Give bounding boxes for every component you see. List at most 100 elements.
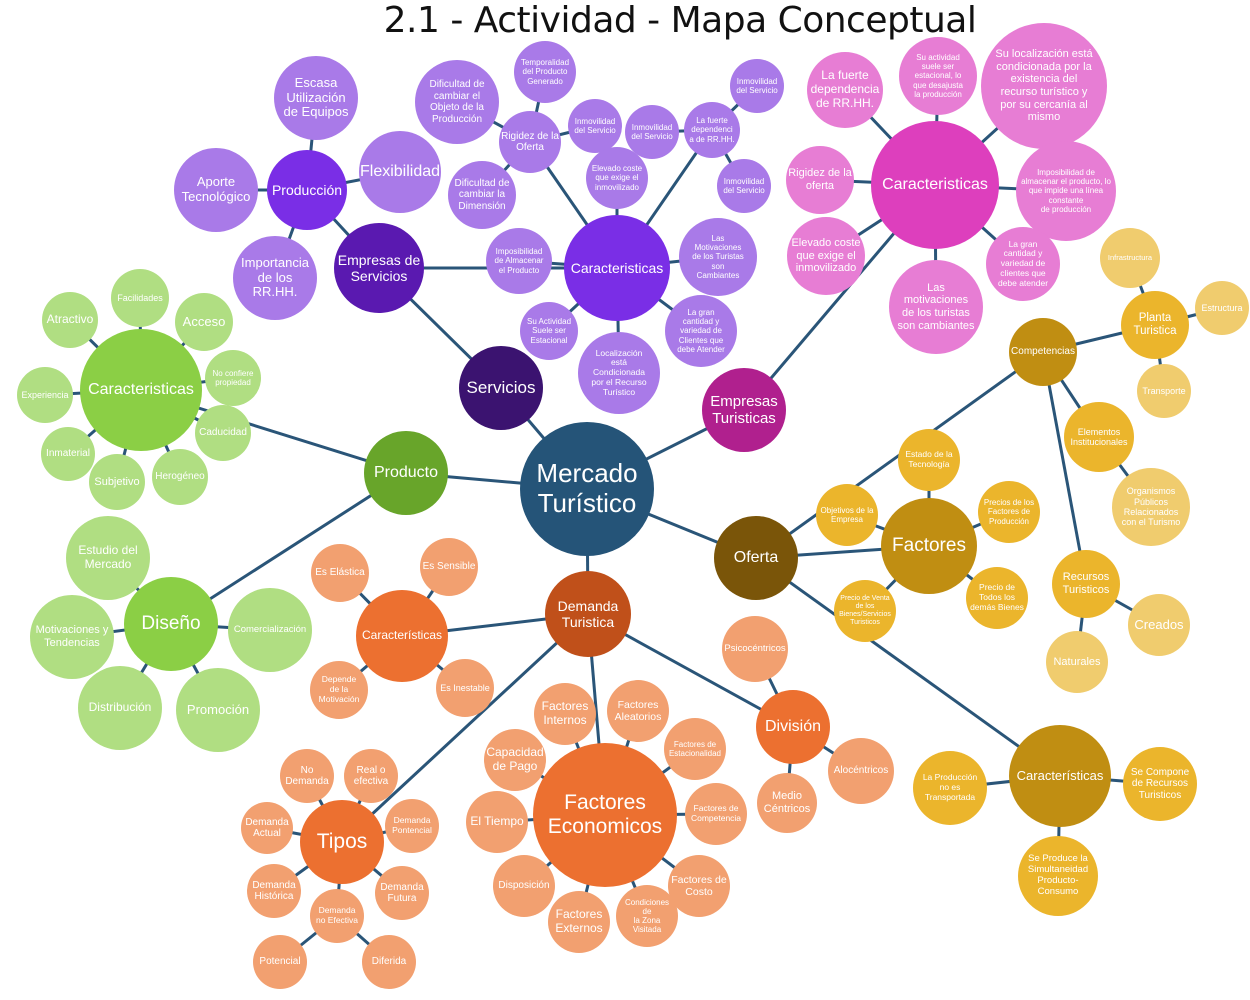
concept-node-p-local[interactable]: Localización está Condicionada por el Re… [578, 332, 660, 414]
concept-node-division[interactable]: División [756, 690, 830, 764]
concept-node-v-psico[interactable]: Psicocéntricos [722, 616, 788, 682]
concept-node-p-elevado[interactable]: Elevado coste que exige el inmovilizado [586, 147, 648, 209]
concept-node-p-su-act[interactable]: Su Actividad Suele ser Estacional [520, 302, 578, 360]
concept-node-factores[interactable]: Factores [881, 498, 977, 594]
concept-node-f-cond[interactable]: Condiciones de la Zona Visitada [616, 885, 678, 947]
concept-node-k-local[interactable]: Su localización está condicionada por la… [981, 23, 1107, 149]
concept-node-t-no[interactable]: No Demanda [280, 749, 334, 803]
concept-node-g-exper[interactable]: Experiencia [17, 367, 73, 423]
concept-node-y-estado[interactable]: Estado de la Tecnología [898, 429, 960, 491]
concept-node-g-herog[interactable]: Herogéneo [152, 449, 208, 505]
concept-node-k-fuerte[interactable]: La fuerte dependencia de RR.HH. [807, 52, 883, 128]
concept-node-tipos[interactable]: Tipos [300, 800, 384, 884]
concept-node-flexibilidad[interactable]: Flexibilidad [359, 131, 441, 213]
concept-node-g-inmat[interactable]: Inmaterial [41, 427, 95, 481]
concept-node-diseno[interactable]: Diseño [124, 577, 218, 671]
concept-node-compet[interactable]: Competencias [1009, 318, 1077, 386]
concept-node-p-imposib[interactable]: Imposibilidad de Almacenar el Producto [486, 228, 552, 294]
concept-node-f-tiempo[interactable]: El Tiempo [466, 791, 528, 853]
concept-node-g-acceso[interactable]: Acceso [175, 293, 233, 351]
concept-node-k-su-act[interactable]: Su actividad suele ser estacional, lo qu… [899, 37, 977, 115]
concept-node-g-facil[interactable]: Facilidades [111, 269, 169, 327]
concept-node-y-prec-todos[interactable]: Precio de Todos los demás Bienes [966, 567, 1028, 629]
concept-node-y-prec-venta[interactable]: Precio de Venta de los Bienes/Servicios … [834, 580, 896, 642]
concept-node-f-ext[interactable]: Factores Externos [548, 891, 610, 953]
concept-node-p-motiv[interactable]: Las Motivaciones de los Turistas son Cam… [679, 218, 757, 296]
concept-node-p-inmov4[interactable]: Inmovilidad del Servicio [717, 159, 771, 213]
concept-node-p-gran[interactable]: La gran cantidad y variedad de Clientes … [665, 295, 737, 367]
concept-node-k-rigidez[interactable]: Rigidez de la oferta [786, 146, 854, 214]
concept-node-d-comerc[interactable]: Comercialización [228, 588, 312, 672]
concept-node-y-no-transp[interactable]: La Producción no es Transportada [913, 751, 987, 825]
concept-node-t-dif[interactable]: Diferida [362, 935, 416, 989]
concept-node-naturales[interactable]: Naturales [1046, 631, 1108, 693]
concept-node-o-caract[interactable]: Características [356, 590, 448, 682]
concept-node-y-caract[interactable]: Características [1009, 725, 1111, 827]
concept-node-transp[interactable]: Transporte [1137, 364, 1191, 418]
concept-node-d-motiv[interactable]: Motivaciones y Tendencias [30, 595, 114, 679]
concept-node-p-caract[interactable]: Caracteristicas [564, 215, 670, 321]
concept-node-elem-inst[interactable]: Elementos Institucionales [1064, 402, 1134, 472]
concept-node-mercado[interactable]: Mercado Turístico [520, 422, 654, 556]
concept-node-k-elevado[interactable]: Elevado coste que exige el inmovilizado [787, 217, 865, 295]
concept-node-f-costo[interactable]: Factores de Costo [668, 855, 730, 917]
concept-node-k-imposib[interactable]: Imposibilidad de almacenar el producto, … [1016, 141, 1116, 241]
concept-node-f-comp[interactable]: Factores de Competencia [685, 783, 747, 845]
concept-node-g-subj[interactable]: Subjetivo [89, 454, 145, 510]
concept-node-y-compone[interactable]: Se Compone de Recursos Turisticos [1123, 747, 1197, 821]
concept-node-produccion[interactable]: Producción [267, 150, 347, 230]
concept-node-k-caract[interactable]: Caracteristicas [871, 121, 999, 249]
concept-node-t-futura[interactable]: Demanda Futura [375, 866, 429, 920]
concept-node-t-potenc[interactable]: Demanda Pontencial [385, 799, 439, 853]
concept-node-t-hist[interactable]: Demanda Histórica [247, 864, 301, 918]
concept-node-aporte[interactable]: Aporte Tecnológico [174, 148, 258, 232]
concept-node-p-inmov2[interactable]: Inmovilidad del Servicio [625, 105, 679, 159]
concept-node-y-prec-fact[interactable]: Precios de los Factores de Producción [978, 481, 1040, 543]
concept-node-o-sens[interactable]: Es Sensible [420, 538, 478, 596]
concept-node-infra[interactable]: Infrastructura [1100, 228, 1160, 288]
concept-node-escasa[interactable]: Escasa Utilización de Equipos [274, 56, 358, 140]
concept-node-v-alo[interactable]: Alocéntricos [828, 738, 894, 804]
concept-node-p-fuerte[interactable]: La fuerte dependenci a de RR.HH. [684, 102, 740, 158]
concept-node-p-temporalidad[interactable]: Temporalidad del Producto Generado [514, 41, 576, 103]
concept-node-p-inmov1[interactable]: Inmovilidad del Servicio [568, 99, 622, 153]
concept-node-v-medio[interactable]: Medio Céntricos [757, 773, 817, 833]
concept-node-g-caduc[interactable]: Caducidad [195, 405, 251, 461]
concept-node-p-dif-objeto[interactable]: Dificultad de cambiar el Objeto de la Pr… [415, 60, 499, 144]
concept-node-f-alea[interactable]: Factores Aleatorios [607, 680, 669, 742]
concept-node-organismos[interactable]: Organismos Públicos Relacionados con el … [1112, 468, 1190, 546]
concept-node-p-dif-dim[interactable]: Dificultad de cambiar la Dimensión [448, 161, 516, 229]
concept-node-o-elast[interactable]: Es Elástica [311, 544, 369, 602]
concept-node-oferta[interactable]: Oferta [714, 516, 798, 600]
concept-node-p-inmov3[interactable]: Inmovilidad del Servicio [730, 59, 784, 113]
concept-node-estruct[interactable]: Estructura [1195, 281, 1249, 335]
concept-node-k-gran[interactable]: La gran cantidad y variedad de clientes … [986, 227, 1060, 301]
concept-node-o-depende[interactable]: Depende de la Motivación [310, 661, 368, 719]
concept-node-g-no-conf[interactable]: No confiere propiedad [205, 350, 261, 406]
concept-node-y-simult[interactable]: Se Produce la Simultaneidad Producto- Co… [1018, 836, 1098, 916]
concept-node-f-cap[interactable]: Capacidad de Pago [484, 729, 546, 791]
concept-node-g-atract[interactable]: Atractivo [42, 292, 98, 348]
concept-node-p-rigidez[interactable]: Rigidez de la Oferta [499, 111, 561, 173]
concept-node-emp-serv[interactable]: Empresas de Servicios [334, 223, 424, 313]
concept-node-d-estudio[interactable]: Estudio del Mercado [66, 516, 150, 600]
concept-node-f-disp[interactable]: Disposición [493, 855, 555, 917]
concept-node-f-econ[interactable]: Factores Economicos [533, 743, 677, 887]
concept-node-d-promo[interactable]: Promoción [176, 668, 260, 752]
concept-node-servicios[interactable]: Servicios [459, 346, 543, 430]
concept-node-demanda[interactable]: Demanda Turistica [545, 571, 631, 657]
concept-node-recursos[interactable]: Recursos Turisticos [1052, 550, 1120, 618]
concept-node-o-inest[interactable]: Es Inestable [436, 659, 494, 717]
concept-node-f-int[interactable]: Factores Internos [534, 683, 596, 745]
concept-node-producto[interactable]: Producto [364, 431, 448, 515]
concept-node-g-caract[interactable]: Caracteristicas [80, 329, 202, 451]
concept-node-importancia[interactable]: Importancia de los RR.HH. [233, 236, 317, 320]
concept-node-t-pot[interactable]: Potencial [253, 935, 307, 989]
concept-node-y-obj[interactable]: Objetivos de la Empresa [816, 484, 878, 546]
concept-node-f-estac[interactable]: Factores de Estacionalidad [664, 718, 726, 780]
concept-node-t-no-ef[interactable]: Demanda no Efectiva [310, 889, 364, 943]
concept-node-creados[interactable]: Creados [1128, 594, 1190, 656]
concept-node-emp-tur[interactable]: Empresas Turisticas [702, 368, 786, 452]
concept-node-t-actual[interactable]: Demanda Actual [241, 802, 293, 854]
concept-node-planta[interactable]: Planta Turistica [1121, 291, 1189, 359]
